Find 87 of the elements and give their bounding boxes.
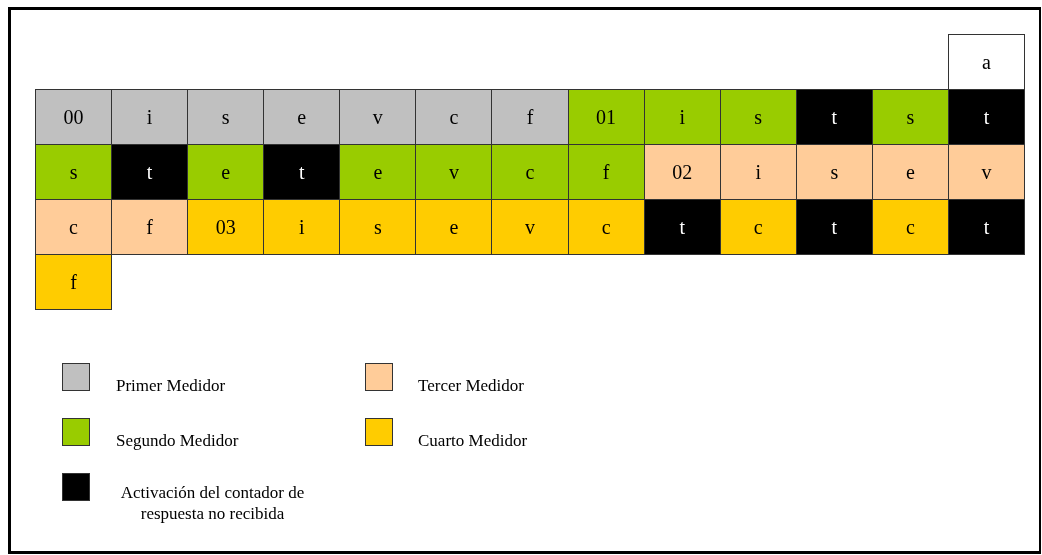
cell-text: s [373,215,382,239]
cell-box [111,199,189,255]
cell-text: 03 [215,215,236,239]
cell-text: 02 [672,160,693,184]
cell-box [719,144,797,200]
cell-box [35,199,113,255]
cell-box [947,144,1026,200]
legend-label: Segundo Medidor [116,430,239,451]
cell-text: s [754,105,763,129]
cell-text: f [602,160,610,184]
cell-text: t [983,105,990,129]
cell-box [491,144,569,200]
legend-label: Activación del contador de respuesta no recibida [119,482,306,524]
cell-text: t [679,215,685,239]
cell-box [111,89,189,145]
cell-text: s [830,160,839,184]
cell-box [187,199,265,255]
cell-box [263,144,341,200]
cell-text: s [906,105,915,129]
cell-text: v [448,160,459,184]
cell-text: 01 [596,105,617,129]
cell-box [795,89,873,145]
cell-text: i [299,215,305,239]
cell-box [491,89,569,145]
cell-box [35,254,113,310]
cell-box [947,34,1026,90]
cell-box [719,89,797,145]
cell-text: c [69,215,78,239]
cell-box [339,144,417,200]
cell-box [567,89,645,145]
cell-box [187,144,265,200]
legend-label: Primer Medidor [116,375,226,396]
cell-box [263,199,341,255]
cell-text: c [753,215,763,239]
cell-box [947,199,1026,255]
cell-text: f [70,270,77,294]
cell-text: s [69,160,78,184]
cell-text: c [525,160,535,184]
cell-text: e [297,105,307,129]
legend-label: Cuarto Medidor [418,430,528,451]
cell-box [111,144,189,200]
cell-text: v [981,160,992,184]
cell-text: e [905,160,915,184]
cell-text: t [831,105,838,129]
cell-box [871,89,949,145]
cell-text: t [146,160,153,184]
cell-text: t [299,160,305,184]
cell-text: 00 [63,105,84,129]
cell-box [491,199,569,255]
cell-box [643,89,721,145]
cell-box [187,89,265,145]
cell-box [339,199,417,255]
cell-text: f [526,105,534,129]
cell-box [719,199,797,255]
cell-box [871,144,949,200]
cell-box [947,89,1026,145]
cell-box [795,199,873,255]
cell-box [795,144,873,200]
cell-text: v [525,215,535,239]
cell-box [643,199,721,255]
cell-text: a [982,50,991,74]
cell-box [415,199,493,255]
cell-text: c [905,215,915,239]
cell-text: t [831,215,838,239]
cell-text: i [679,105,685,129]
cell-box [567,199,645,255]
cell-text: e [373,160,383,184]
cell-box [415,144,493,200]
cell-box [339,89,417,145]
cell-text: i [755,160,762,184]
cell-text: e [449,215,459,239]
legend-label: Tercer Medidor [418,375,524,396]
cell-box [871,199,949,255]
cell-box [263,89,341,145]
cell-box [35,144,113,200]
cell-box [643,144,721,200]
cell-text: s [221,105,230,129]
cell-box [415,89,493,145]
cell-text: f [146,215,153,239]
cell-box [35,89,113,145]
cell-text: t [983,215,990,239]
cell-text: c [449,105,459,129]
cell-text: v [372,105,383,129]
cell-box [567,144,645,200]
cell-text: i [146,105,153,129]
cell-text: e [221,160,231,184]
cell-text: c [601,215,611,239]
